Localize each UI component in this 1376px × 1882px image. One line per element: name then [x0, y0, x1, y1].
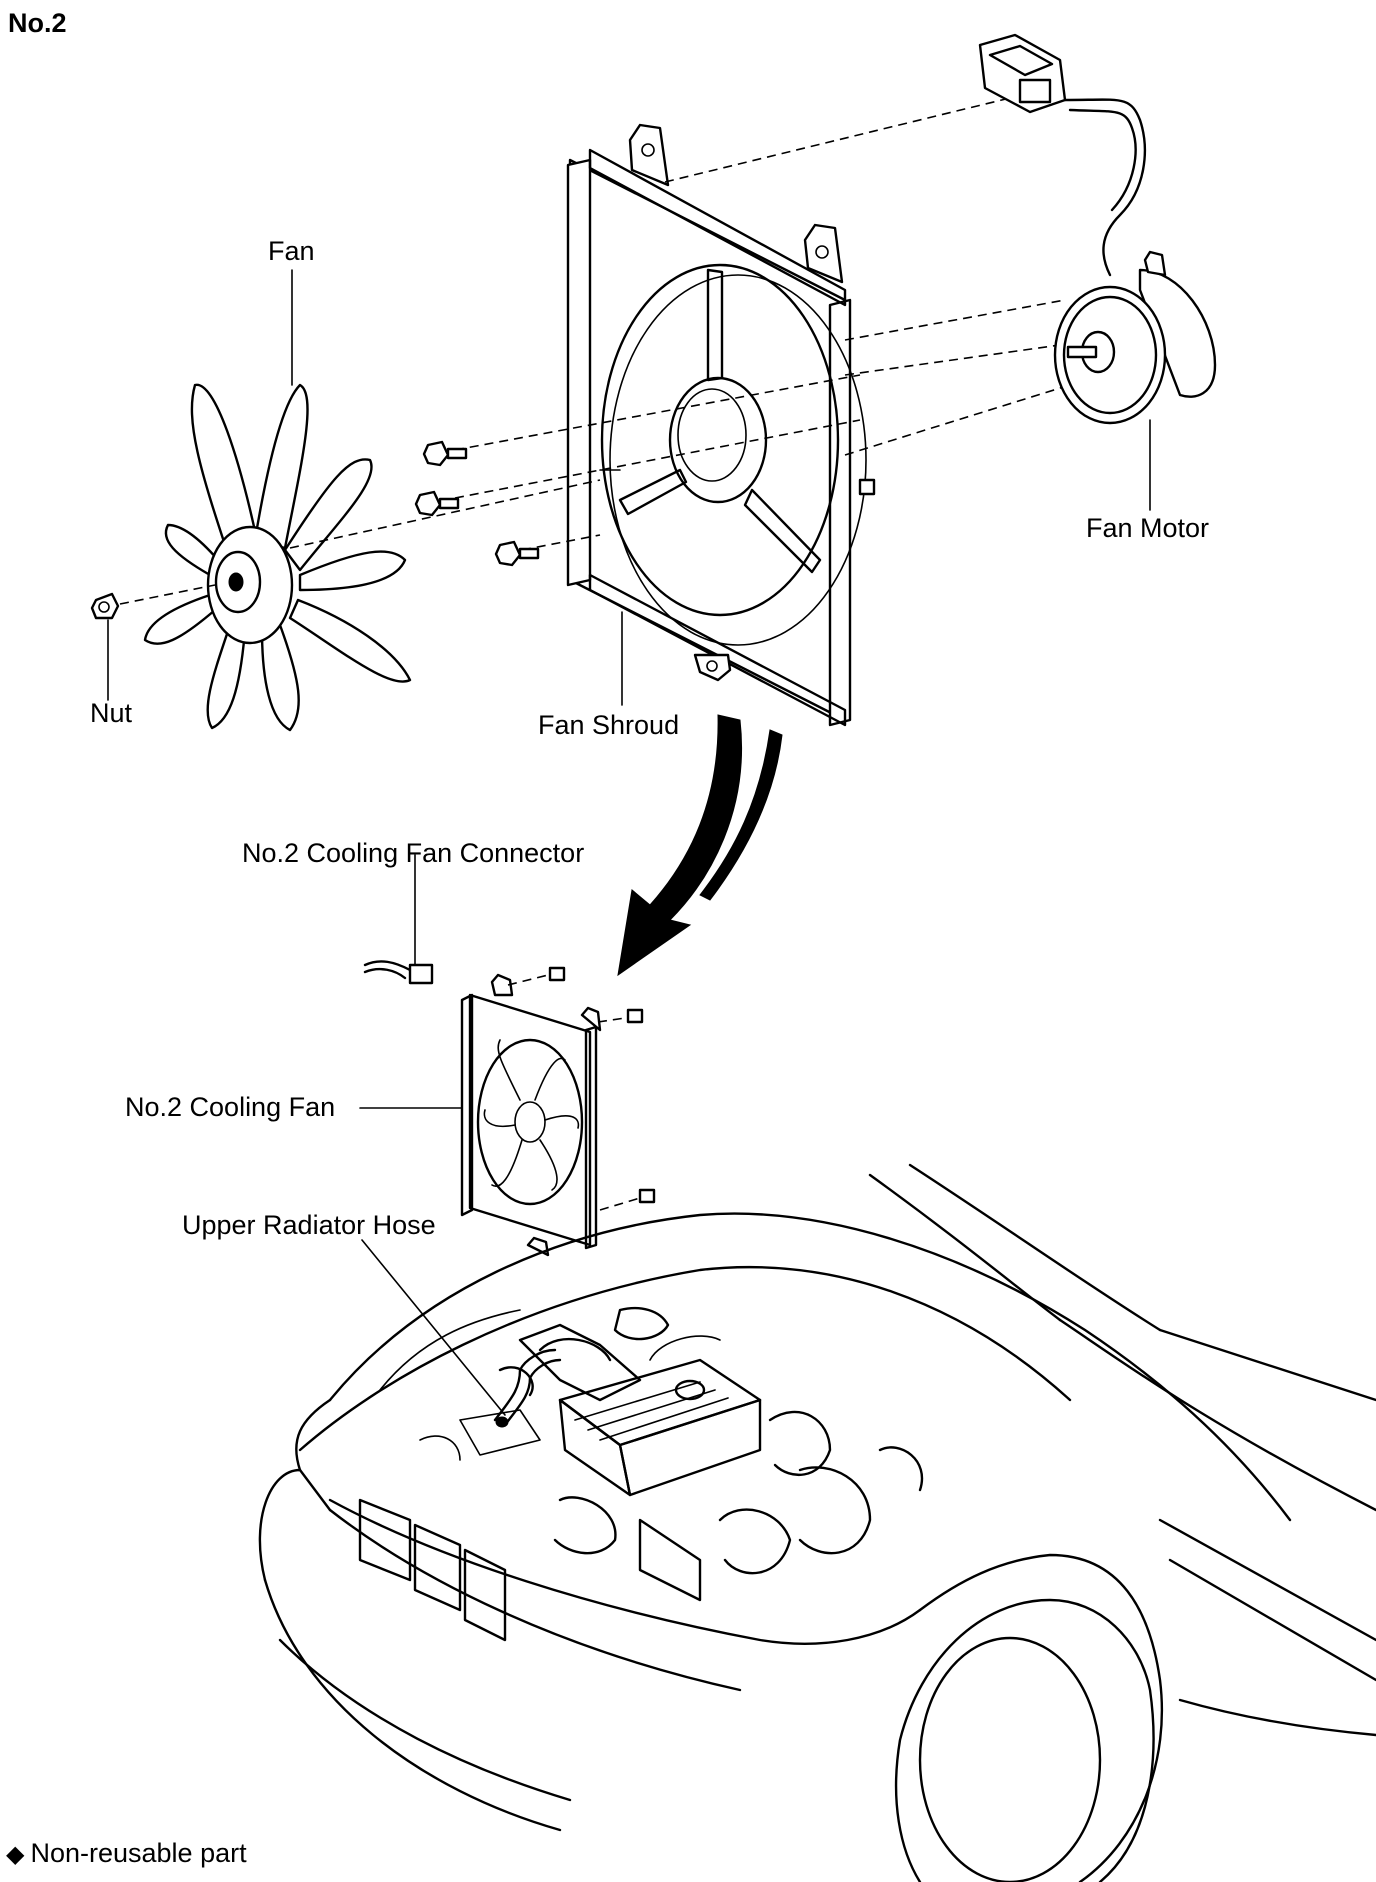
- label-upper-radiator-hose: Upper Radiator Hose: [182, 1210, 436, 1240]
- label-fan-motor: Fan Motor: [1086, 513, 1210, 543]
- assembly-arrow: [617, 714, 783, 977]
- car-drawing: [258, 1163, 1376, 1882]
- label-cooling-fan-connector: No.2 Cooling Fan Connector: [242, 838, 585, 868]
- label-cooling-fan: No.2 Cooling Fan: [125, 1092, 336, 1122]
- label-nut: Nut: [90, 698, 133, 728]
- diamond-icon: ◆: [6, 1841, 25, 1868]
- nut-drawing: [90, 584, 216, 701]
- bolts-top: [414, 440, 540, 567]
- legend-text: Non-reusable part: [30, 1838, 247, 1868]
- motor-connector-drawing: [978, 33, 1146, 277]
- legend: ◆Non-reusable part: [6, 1840, 247, 1867]
- page-number: No.2: [8, 8, 67, 38]
- fan-drawing: [143, 383, 412, 732]
- cooling-fan-assembly-drawing: [359, 854, 656, 1257]
- label-fan: Fan: [268, 236, 315, 266]
- fan-motor-drawing: [1053, 250, 1217, 511]
- assembly-lines: [289, 97, 1071, 551]
- label-fan-shroud: Fan Shroud: [538, 710, 680, 740]
- fan-shroud-drawing: [566, 123, 876, 727]
